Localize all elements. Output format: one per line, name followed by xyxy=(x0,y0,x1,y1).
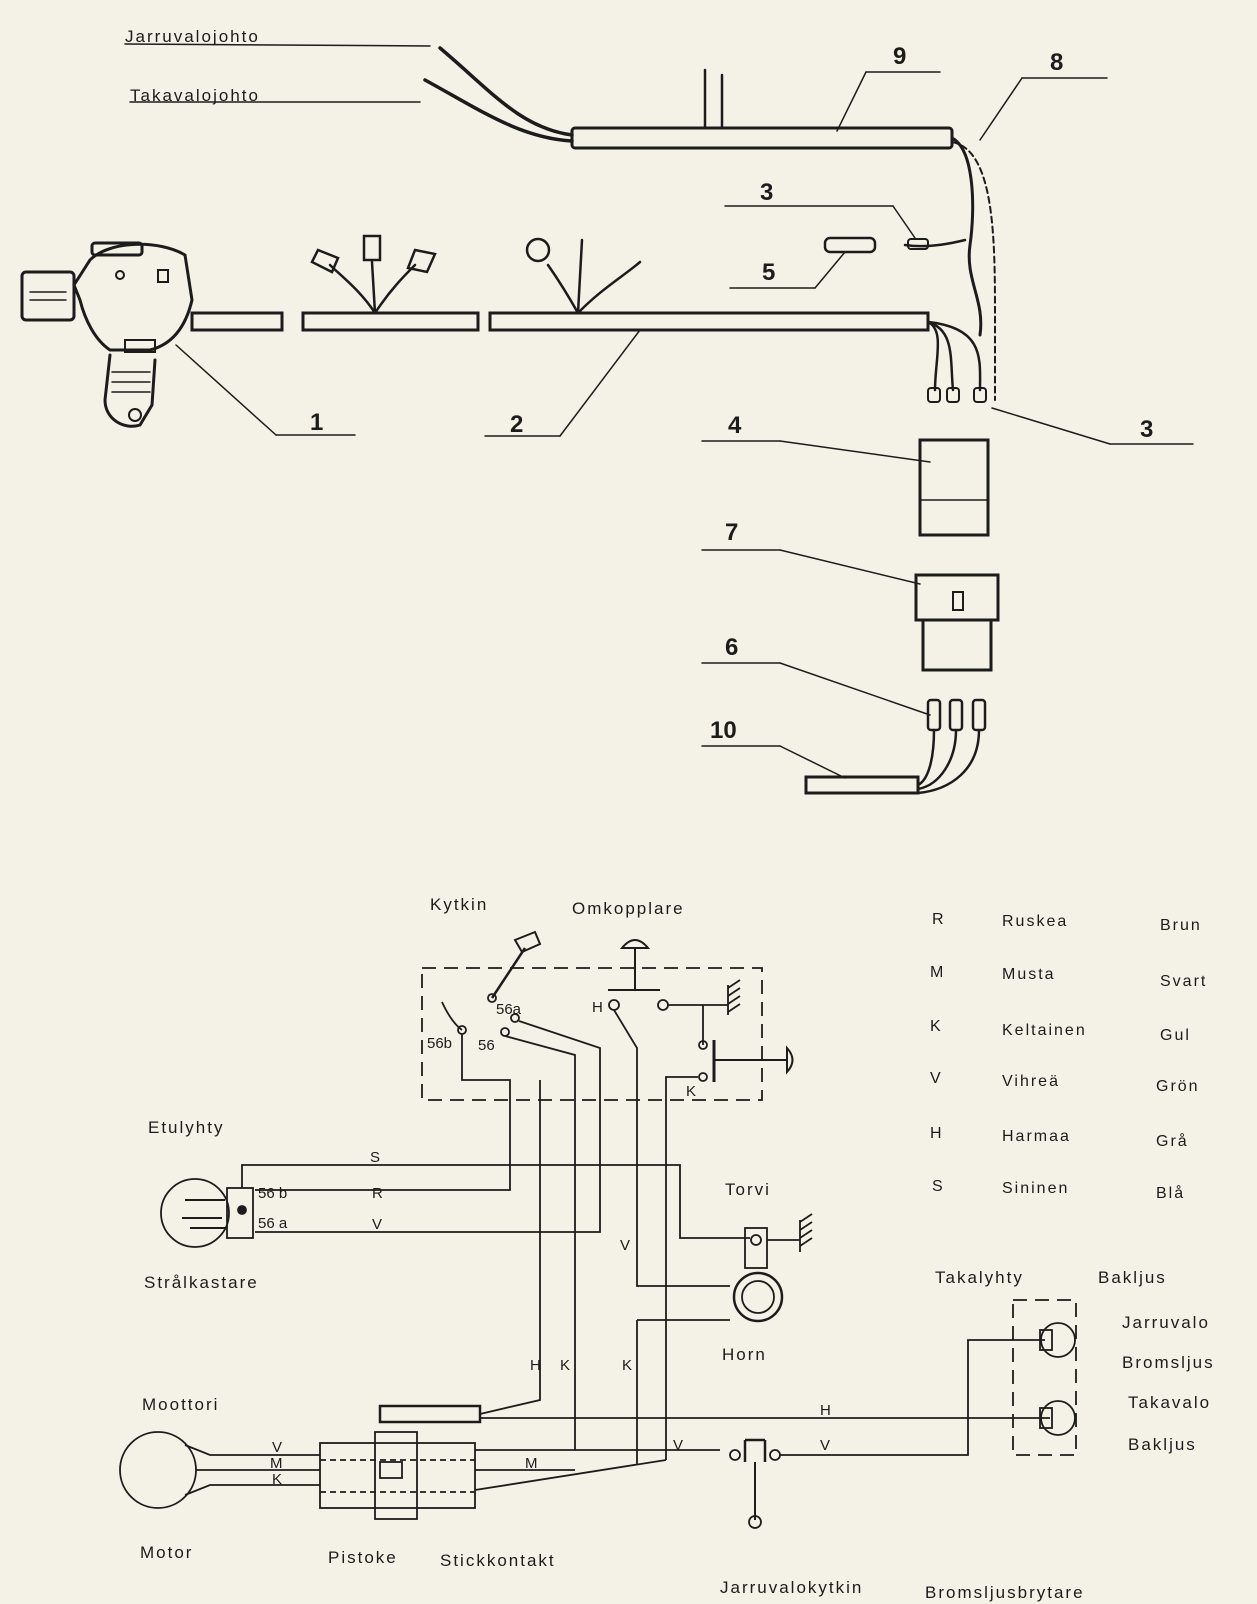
tail-wire-label: Takavalojohto xyxy=(130,86,260,105)
brake-switch-label-fi: Jarruvalokytkin xyxy=(720,1578,863,1597)
switch-housing xyxy=(421,967,763,1101)
legend-code-m: M xyxy=(930,964,945,981)
legend-code-s: S xyxy=(932,1178,945,1195)
legend-code-v: V xyxy=(930,1070,943,1087)
harness-10 xyxy=(804,775,920,795)
horn-label-fi: Torvi xyxy=(725,1180,771,1199)
code-v-headlight: V xyxy=(372,1216,382,1233)
plug xyxy=(319,1431,476,1520)
code-m-plug: M xyxy=(525,1455,538,1472)
legend-fi-h: Harmaa xyxy=(1002,1128,1071,1145)
code-h-switch: H xyxy=(592,999,603,1016)
callout-2: 2 xyxy=(510,411,523,438)
connector-block-7 xyxy=(914,573,1000,672)
code-h-vertical: H xyxy=(530,1357,541,1374)
headlight-label-fi: Etulyhty xyxy=(148,1118,224,1137)
connector-block-4 xyxy=(918,438,990,537)
code-s: S xyxy=(370,1149,380,1166)
motor-label-sv: Motor xyxy=(140,1543,193,1562)
tail-label-fi: Takalyhty xyxy=(935,1268,1024,1287)
callout-5: 5 xyxy=(762,259,775,286)
tail-label-sv: Bakljus xyxy=(1098,1268,1167,1287)
tail-lamp-housing xyxy=(1012,1299,1077,1456)
terminal-56a: 56a xyxy=(496,1001,522,1018)
callout-6: 6 xyxy=(725,634,738,661)
callout-3b: 3 xyxy=(1140,416,1153,443)
legend-sv-h: Grå xyxy=(1156,1132,1189,1150)
horn-label-sv: Horn xyxy=(722,1345,767,1364)
legend-fi-v: Vihreä xyxy=(1002,1073,1060,1090)
schematic xyxy=(119,930,1077,1529)
legend-sv-m: Svart xyxy=(1160,973,1207,990)
code-v-motor: V xyxy=(272,1439,282,1456)
callout-10: 10 xyxy=(710,717,737,744)
legend-code-h: H xyxy=(930,1125,944,1142)
brake-switch xyxy=(729,1438,781,1529)
terminal-56a-headlight: 56 a xyxy=(258,1215,288,1232)
headlight xyxy=(160,1178,254,1248)
brake-wire-label: Jarruvalojohto xyxy=(125,27,260,46)
headlight-label-sv: Strålkastare xyxy=(144,1273,259,1292)
code-r: R xyxy=(372,1185,383,1202)
legend-sv-s: Blå xyxy=(1156,1184,1185,1202)
terminal-56: 56 xyxy=(478,1037,495,1054)
code-k-vertical-1: K xyxy=(560,1357,570,1374)
horn xyxy=(732,1213,813,1323)
legend-fi-r: Ruskea xyxy=(1002,913,1068,930)
callout-4: 4 xyxy=(728,412,742,439)
legend-sv-v: Grön xyxy=(1156,1078,1200,1095)
tail-light-label-fi: Takavalo xyxy=(1128,1393,1211,1412)
terminal-56b-headlight: 56 b xyxy=(258,1185,287,1202)
callout-1: 1 xyxy=(310,409,323,436)
callout-3a: 3 xyxy=(760,179,773,206)
code-k-motor: K xyxy=(272,1471,282,1488)
brake-light-label-sv: Bromsljus xyxy=(1122,1353,1215,1372)
callout-9: 9 xyxy=(893,43,906,70)
code-k-switch: K xyxy=(686,1083,696,1100)
switch-label: Kytkin xyxy=(430,895,488,914)
code-v-brake-in: V xyxy=(673,1437,683,1454)
legend-code-r: R xyxy=(932,911,946,928)
callout-7: 7 xyxy=(725,519,738,546)
brake-light-label-fi: Jarruvalo xyxy=(1122,1313,1210,1332)
legend-sv-k: Gul xyxy=(1160,1027,1191,1044)
color-legend: R Ruskea Brun M Musta Svart K Keltainen … xyxy=(930,911,1207,1202)
harness-2 xyxy=(190,311,284,332)
legend-fi-m: Musta xyxy=(1002,966,1056,983)
code-k-vertical-2: K xyxy=(622,1357,632,1374)
plug-label-fi: Pistoke xyxy=(328,1548,398,1567)
legend-sv-r: Brun xyxy=(1160,917,1202,934)
motor-label-fi: Moottori xyxy=(142,1395,219,1414)
plug-label-sv: Stickkontakt xyxy=(440,1551,556,1570)
code-h-tail: H xyxy=(820,1402,831,1419)
legend-fi-s: Sininen xyxy=(1002,1180,1069,1197)
harness-drawing xyxy=(20,43,1194,795)
motor xyxy=(119,1431,197,1509)
terminal-56b: 56b xyxy=(427,1035,452,1052)
code-v-brake-out: V xyxy=(820,1437,830,1454)
code-v-horn: V xyxy=(620,1237,630,1254)
legend-code-k: K xyxy=(930,1018,943,1035)
changeover-label: Omkopplare xyxy=(572,899,685,918)
code-m-motor: M xyxy=(270,1455,283,1472)
brake-switch-label-sv: Bromsljusbrytare xyxy=(925,1583,1085,1602)
callout-8: 8 xyxy=(1050,49,1063,76)
legend-fi-k: Keltainen xyxy=(1002,1022,1087,1039)
tail-light-label-sv: Bakljus xyxy=(1128,1435,1197,1454)
ignition-switch-1 xyxy=(20,241,194,428)
harness-9 xyxy=(570,126,954,150)
connector-5 xyxy=(823,236,877,254)
